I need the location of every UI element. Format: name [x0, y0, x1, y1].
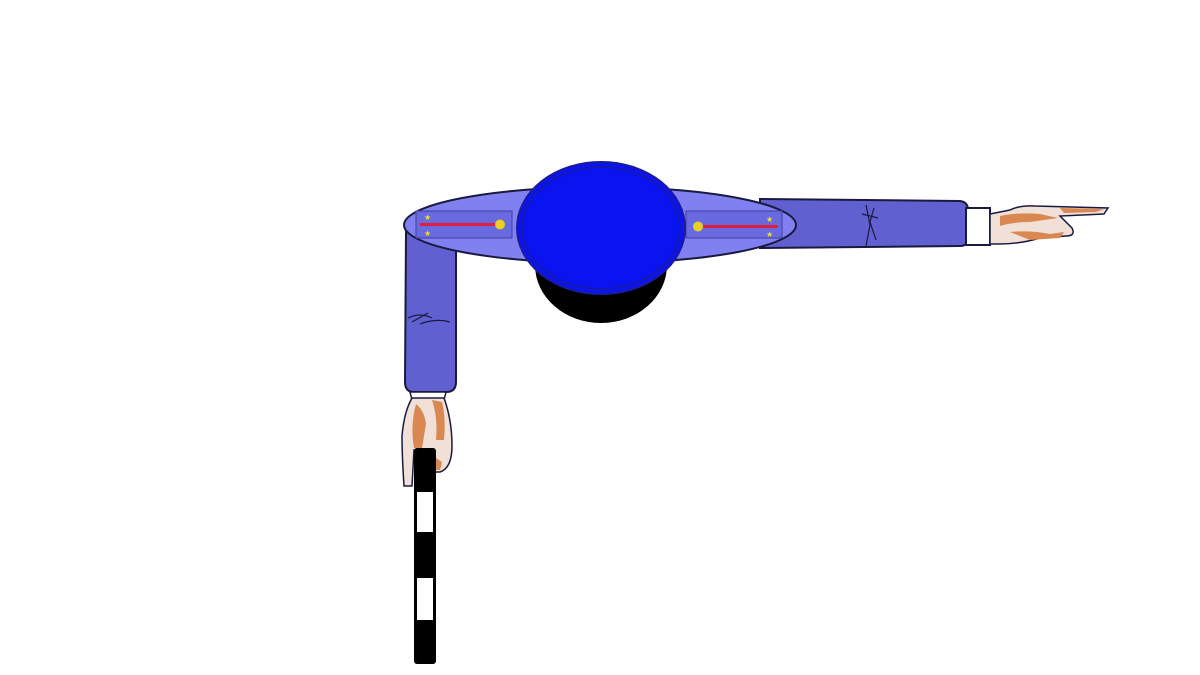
police-cap-icon	[516, 161, 686, 295]
left-arm	[403, 231, 457, 393]
right-epaulette: ★ ★	[685, 210, 783, 239]
left-sleeve	[403, 231, 457, 393]
left-hand	[401, 391, 453, 487]
right-arm	[759, 197, 1110, 250]
epaulette-button-icon	[693, 221, 703, 232]
right-cuff	[965, 207, 991, 246]
epaulette-star-icon: ★	[424, 213, 431, 222]
epaulette-star-icon: ★	[424, 229, 431, 238]
epaulette-button-icon	[495, 219, 505, 230]
pointing-hand-icon	[989, 205, 1110, 245]
epaulette-star-icon: ★	[766, 230, 773, 239]
traffic-baton-icon	[414, 448, 436, 664]
left-epaulette: ★ ★	[415, 210, 513, 239]
epaulette-star-icon: ★	[766, 215, 773, 224]
right-sleeve-wrinkle	[861, 204, 879, 247]
left-sleeve-wrinkle	[407, 312, 451, 325]
